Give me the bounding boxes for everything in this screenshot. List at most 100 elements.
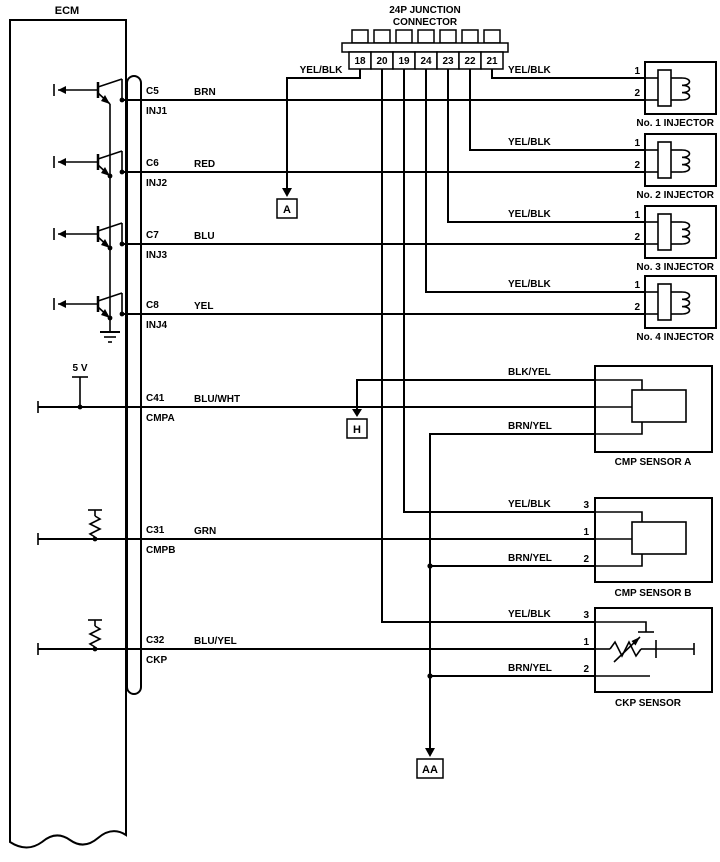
pin-label-c6: C6 — [146, 158, 159, 169]
ecm-module: ECM — [9, 5, 142, 849]
ckp-sensor-pin-2: 2 — [583, 664, 589, 675]
page-connector-a-box — [276, 198, 298, 219]
wire-inj2-power — [469, 69, 645, 151]
ckp-coil-icon — [609, 640, 642, 658]
pin-name-inj1: INJ1 — [146, 106, 168, 117]
wire-ckp-power — [381, 69, 595, 623]
page-connector-h-label: H — [353, 424, 361, 436]
injector-3-label: No. 3 INJECTOR — [636, 262, 714, 273]
junction-terminal — [373, 29, 391, 44]
wires — [37, 69, 645, 748]
ckp-pullup-resistor — [88, 619, 102, 652]
wire-label-blu-wht: BLU/WHT — [194, 394, 240, 405]
injector-driver-transistor-1 — [53, 78, 125, 105]
page-connector-a: A — [276, 188, 298, 219]
junction-pin-23: 23 — [442, 56, 454, 67]
injector-1-pin-2: 2 — [634, 88, 640, 99]
wire-cmpb-power — [403, 69, 595, 513]
injector-1: 1 2 No. 1 INJECTOR — [634, 61, 717, 129]
injector-coil-icon — [681, 291, 691, 315]
page-connector-h: H — [346, 409, 368, 439]
page-connector-aa: AA — [416, 748, 444, 779]
pin-name-ckp: CKP — [146, 655, 167, 666]
injector-3-pin-2: 2 — [634, 232, 640, 243]
pin-label-c41: C41 — [146, 393, 165, 404]
wire-label-inj3-yel-blk: YEL/BLK — [508, 209, 552, 220]
junction-title-line2: CONNECTOR — [393, 17, 458, 28]
injector-4: 1 2 No. 4 INJECTOR — [634, 275, 717, 343]
injector-1-box — [644, 61, 717, 115]
ecm-pin-labels: C5 INJ1 BRN C6 INJ2 RED C7 INJ3 BLU C8 I… — [146, 86, 240, 666]
page-connector-a-label: A — [283, 204, 291, 216]
ecm-label: ECM — [55, 5, 79, 17]
arrow-down-icon — [352, 409, 362, 417]
wire-label-blk-yel: BLK/YEL — [508, 367, 551, 378]
ckp-sensor-pin-3: 3 — [583, 610, 589, 621]
injector-1-pin-1: 1 — [634, 66, 640, 77]
cmp-sensor-b: 3 1 2 CMP SENSOR B — [583, 497, 713, 599]
injector-driver-transistor-3 — [53, 222, 125, 251]
wire-label-blu: BLU — [194, 231, 215, 242]
wire-label-yel-blk-to-a: YEL/BLK — [300, 65, 344, 76]
injector-3: 1 2 No. 3 INJECTOR — [634, 205, 717, 273]
wire-junction-to-a — [286, 69, 361, 188]
injector-2-pin-1: 1 — [634, 138, 640, 149]
wire-label-brn-yel-c: BRN/YEL — [508, 663, 552, 674]
pin-label-c5: C5 — [146, 86, 159, 97]
page-connector-h-box — [346, 418, 368, 439]
injector-coil-icon — [681, 149, 691, 173]
pin-label-c32: C32 — [146, 635, 165, 646]
wire-label-brn: BRN — [194, 87, 216, 98]
pin-label-c31: C31 — [146, 525, 165, 536]
junction-pin-24: 24 — [420, 56, 432, 67]
junction-terminal — [439, 29, 457, 44]
cmp-sensor-a: CMP SENSOR A — [594, 365, 713, 468]
page-connector-aa-box — [416, 758, 444, 779]
page-connector-aa-label: AA — [422, 764, 438, 776]
pin-label-c7: C7 — [146, 230, 159, 241]
cmp-sensor-b-pin-1: 1 — [583, 527, 589, 538]
wire-label-grn: GRN — [194, 526, 216, 537]
injector-coil-icon — [681, 77, 691, 101]
junction-terminal — [351, 29, 369, 44]
wire-inj3-power — [447, 69, 645, 223]
wire-ground-bus-to-aa — [429, 433, 595, 748]
junction-title-line1: 24P JUNCTION — [389, 5, 461, 16]
injector-4-box — [644, 275, 717, 329]
wire-label-brn-yel-a: BRN/YEL — [508, 421, 552, 432]
injector-2: 1 2 No. 2 INJECTOR — [634, 133, 717, 201]
wire-label-inj1-yel-blk: YEL/BLK — [508, 65, 552, 76]
injector-2-pin-2: 2 — [634, 160, 640, 171]
injector-coil-icon — [681, 221, 691, 245]
injector-4-pin-2: 2 — [634, 302, 640, 313]
cmp-sensor-b-pin-3: 3 — [583, 500, 589, 511]
wire-inj1-power — [491, 69, 645, 79]
cmp-sensor-b-element — [631, 521, 687, 555]
wire-label-blu-yel: BLU/YEL — [194, 636, 237, 647]
wire-label-cmpb-yel-blk: YEL/BLK — [508, 499, 552, 510]
cmp-sensor-a-label: CMP SENSOR A — [615, 457, 692, 468]
ckp-arrow-icon — [631, 637, 640, 646]
junction-connector: 24P JUNCTION CONNECTOR 18 20 19 24 23 22… — [341, 5, 509, 70]
pin-name-inj2: INJ2 — [146, 178, 168, 189]
arrow-down-icon — [282, 188, 292, 197]
injector-2-box — [644, 133, 717, 187]
junction-pin-18: 18 — [354, 56, 366, 67]
arrow-down-icon — [425, 748, 435, 757]
injector-1-label: No. 1 INJECTOR — [636, 118, 714, 129]
injector-3-pin-1: 1 — [634, 210, 640, 221]
wire-cmpa-power-to-h — [356, 379, 595, 409]
ckp-sensor: 3 1 2 CKP SENSOR — [583, 607, 713, 709]
cmp-sensor-a-element — [631, 389, 687, 423]
ecm-connector-bracket — [126, 75, 142, 695]
wire-label-brn-yel-b: BRN/YEL — [508, 553, 552, 564]
injector-4-pin-1: 1 — [634, 280, 640, 291]
ckp-sensor-pin-1: 1 — [583, 637, 589, 648]
wire-label-red: RED — [194, 159, 215, 170]
cmp-sensor-b-box — [594, 497, 713, 583]
injector-3-box — [644, 205, 717, 259]
wire-label-inj2-yel-blk: YEL/BLK — [508, 137, 552, 148]
cmp-sensor-b-label: CMP SENSOR B — [614, 588, 691, 599]
pin-name-inj4: INJ4 — [146, 320, 168, 331]
